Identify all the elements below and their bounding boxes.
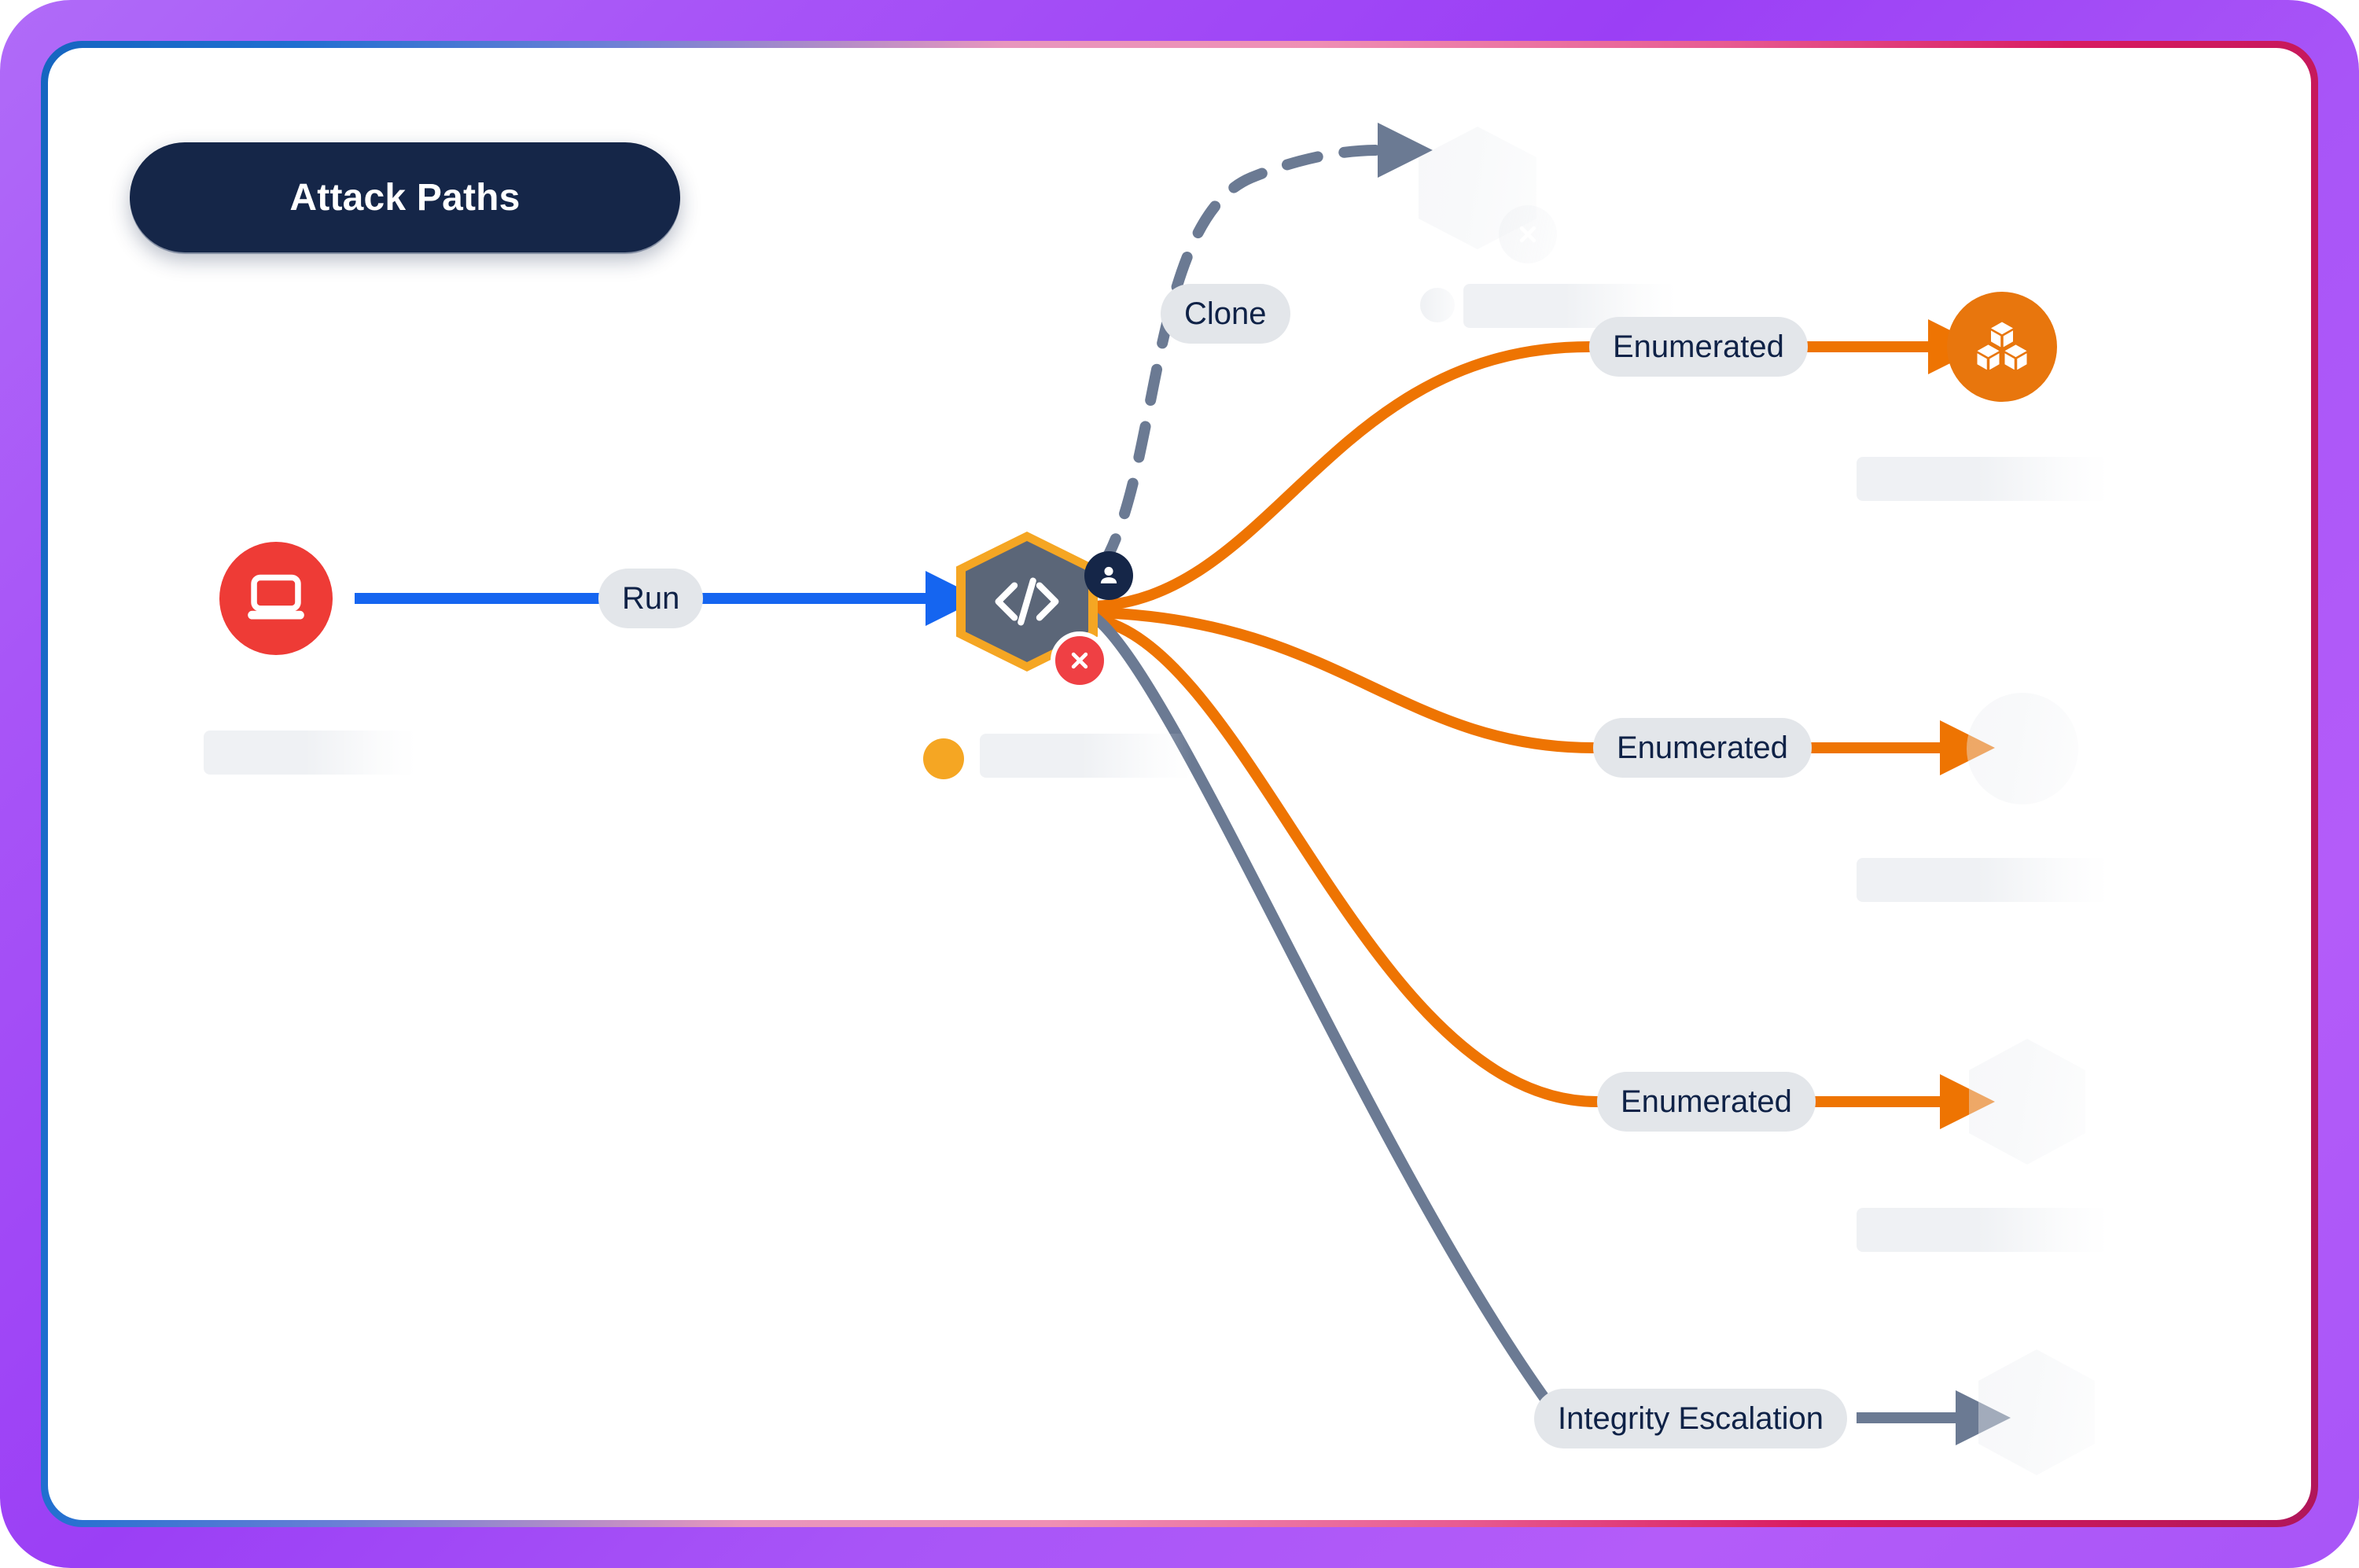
skeleton-label-aws-resource [1857,457,2108,501]
edge-label-enumerated-2-text: Enumerated [1617,730,1788,765]
edge-enumerated-1[interactable] [1088,319,1983,612]
edge-label-integrity-escalation-text: Integrity Escalation [1558,1401,1824,1436]
cubes-icon [1977,322,2027,370]
edge-label-enumerated-3[interactable]: Enumerated [1597,1072,1816,1132]
graph-canvas[interactable]: Attack Paths [48,48,2311,1520]
edge-label-enumerated-3-text: Enumerated [1621,1084,1792,1119]
skeleton-label-code-repo [980,734,1192,778]
cloned-target-error-badge [1499,205,1557,263]
node-resource-two[interactable] [1967,693,2078,804]
code-brackets-icon [995,577,1059,626]
status-dot-cloned-target [1420,288,1455,322]
close-icon [1071,652,1088,669]
laptop-icon [248,574,304,620]
edge-label-clone-text: Clone [1184,296,1267,331]
edge-label-run[interactable]: Run [598,569,704,628]
skeleton-label-workstation [204,731,416,775]
node-aws-resource[interactable] [1947,292,2057,402]
page-title: Attack Paths [289,176,521,219]
edge-layer [355,122,2011,1445]
skeleton-label-resource-two [1857,858,2108,902]
error-badge[interactable] [1051,631,1109,690]
edge-label-enumerated-2[interactable]: Enumerated [1593,718,1812,778]
close-icon [1519,226,1536,243]
page-title-badge: Attack Paths [130,142,680,252]
edge-label-clone[interactable]: Clone [1161,284,1290,344]
node-workstation[interactable] [219,542,333,655]
edge-label-run-text: Run [622,580,680,616]
node-cloned-target[interactable] [1419,127,1536,249]
edge-enumerated-2[interactable] [1088,607,1995,775]
status-dot-code-repo [923,738,964,779]
edge-label-enumerated-1-text: Enumerated [1613,329,1784,364]
edge-integrity-escalation[interactable] [1087,610,2011,1445]
edge-clone[interactable] [1096,122,1433,572]
user-icon [1100,566,1117,583]
skeleton-label-resource-three [1857,1208,2108,1252]
edge-enumerated-3[interactable] [1088,613,1995,1129]
user-badge[interactable] [1084,551,1133,600]
edge-label-integrity-escalation[interactable]: Integrity Escalation [1534,1389,1847,1448]
edge-label-enumerated-1[interactable]: Enumerated [1589,317,1808,377]
